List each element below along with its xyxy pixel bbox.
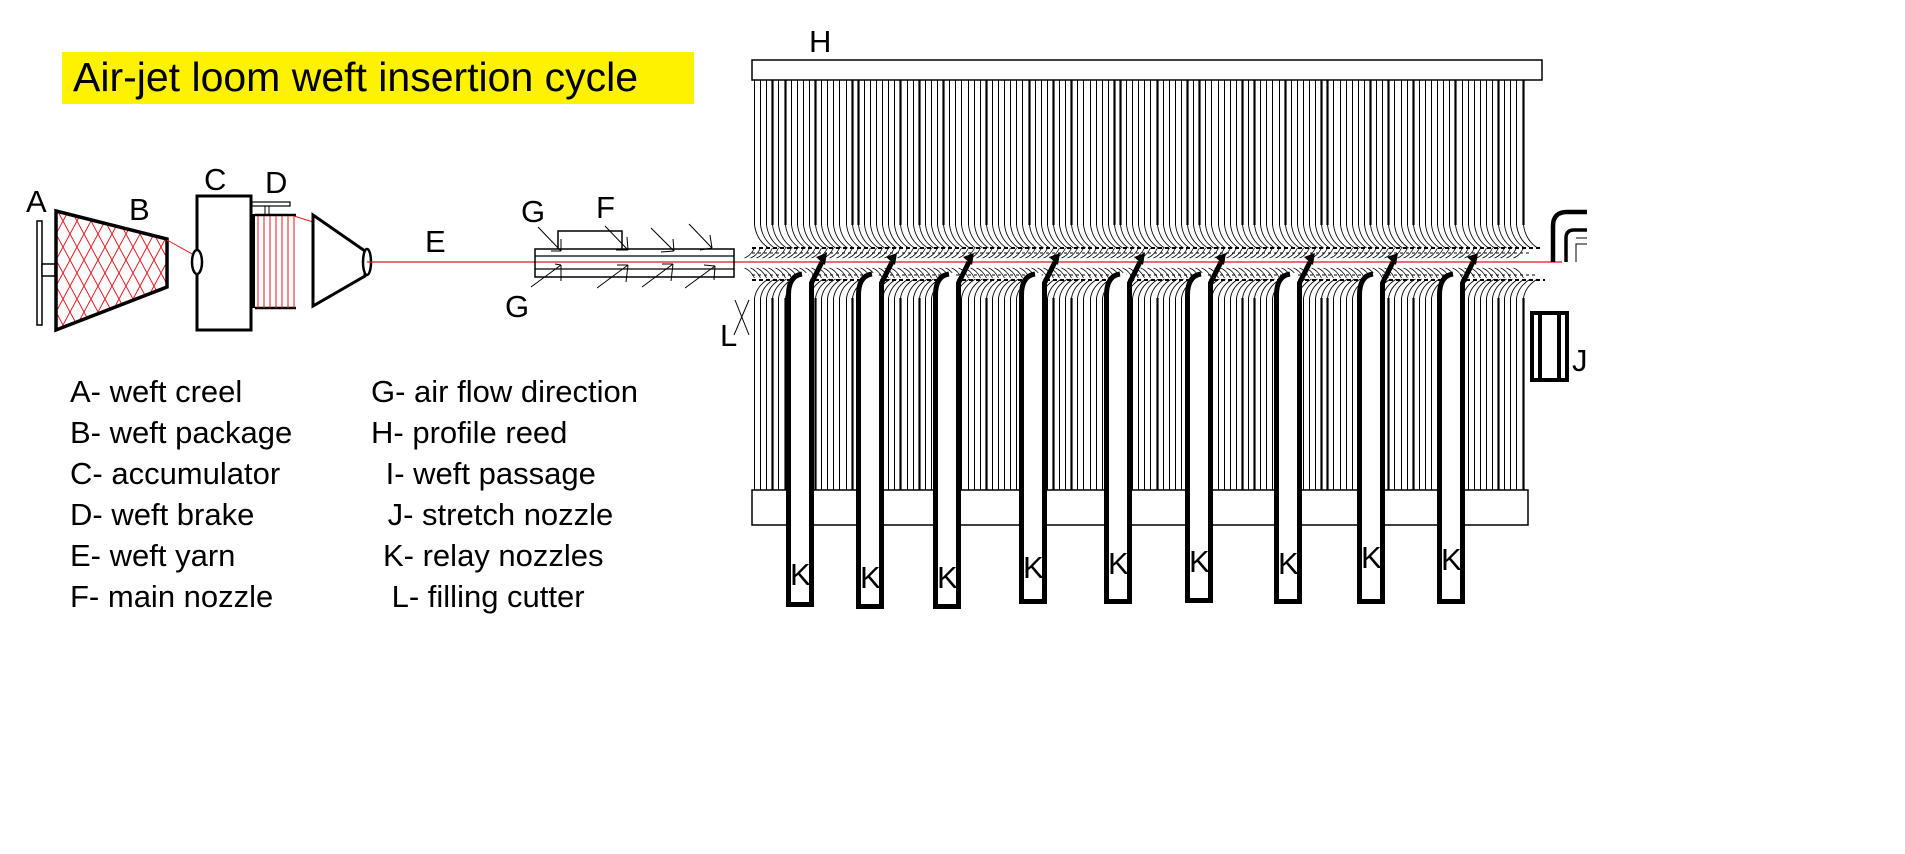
legend-item: J- stretch nozzle bbox=[379, 497, 613, 532]
accumulator-eyelet bbox=[190, 248, 204, 276]
arrow-icon bbox=[537, 226, 562, 252]
label-b: B bbox=[129, 192, 150, 227]
label-l: L bbox=[720, 318, 737, 353]
label-h: H bbox=[809, 24, 831, 59]
legend-item: D- weft brake bbox=[70, 497, 254, 532]
label-k: K bbox=[860, 560, 881, 595]
relay-nozzle: K bbox=[1019, 253, 1060, 604]
jet-arrow-icon bbox=[886, 253, 897, 265]
stretch-nozzle: J bbox=[1530, 209, 1588, 382]
arrow-icon bbox=[530, 263, 562, 288]
label-f: F bbox=[596, 190, 615, 225]
arrow-icon bbox=[650, 227, 675, 253]
relay-nozzle: K bbox=[786, 253, 827, 607]
legend: A- weft creel B- weft package C- accumul… bbox=[70, 374, 638, 614]
jet-arrow-icon bbox=[963, 253, 974, 265]
jet-arrow-icon bbox=[1215, 253, 1226, 265]
arrow-icon bbox=[684, 264, 716, 289]
jet-arrow-icon bbox=[1049, 253, 1060, 265]
main-nozzle-inlet bbox=[557, 230, 623, 249]
label-d: D bbox=[265, 165, 287, 200]
legend-item: L- filling cutter bbox=[383, 579, 585, 614]
weft-creel: A bbox=[26, 184, 56, 326]
label-k: K bbox=[1441, 542, 1462, 577]
label-e: E bbox=[425, 224, 446, 259]
stretch-nozzle-outer-tube bbox=[1550, 209, 1587, 262]
yarn-guide-cone bbox=[311, 212, 373, 309]
jet-arrow-icon bbox=[1134, 253, 1145, 265]
label-j: J bbox=[1572, 343, 1588, 378]
legend-item: F- main nozzle bbox=[70, 579, 273, 614]
weft-yarn-segment bbox=[293, 215, 314, 223]
relay-nozzle: K bbox=[1185, 253, 1226, 603]
air-flow-arrows: G G bbox=[505, 194, 716, 324]
legend-right-column: G- air flow direction H- profile reed I-… bbox=[371, 374, 638, 614]
creel-spindle bbox=[41, 263, 56, 277]
label-k: K bbox=[1278, 546, 1299, 581]
main-nozzle: F bbox=[534, 190, 735, 278]
legend-left-column: A- weft creel B- weft package C- accumul… bbox=[70, 374, 292, 614]
jet-arrow-icon bbox=[1467, 253, 1478, 265]
jet-arrow-icon bbox=[1387, 253, 1398, 265]
arrow-icon bbox=[688, 223, 713, 251]
accumulator-body bbox=[195, 194, 253, 332]
label-k: K bbox=[1361, 540, 1382, 575]
scissors-icon bbox=[733, 299, 750, 336]
main-nozzle-body bbox=[534, 248, 735, 278]
accumulator: C bbox=[190, 162, 253, 332]
filling-cutter: L bbox=[720, 299, 750, 353]
relay-nozzle: K bbox=[1274, 253, 1315, 604]
title-background bbox=[62, 52, 694, 104]
package-outline bbox=[54, 208, 169, 333]
arrow-icon bbox=[641, 263, 674, 288]
title-banner: Air-jet loom weft insertion cycle bbox=[62, 52, 694, 104]
label-g-bottom: G bbox=[505, 289, 529, 324]
diagram-title: Air-jet loom weft insertion cycle bbox=[73, 54, 638, 100]
weft-package: B bbox=[54, 192, 169, 333]
relay-nozzle: K bbox=[933, 253, 974, 609]
label-k: K bbox=[1108, 546, 1129, 581]
label-k: K bbox=[790, 557, 811, 592]
legend-item: G- air flow direction bbox=[371, 374, 638, 409]
label-c: C bbox=[204, 162, 226, 197]
legend-item: H- profile reed bbox=[371, 415, 567, 450]
label-k: K bbox=[1189, 544, 1210, 579]
weft-brake: D bbox=[251, 165, 291, 214]
weft-passage bbox=[744, 224, 1545, 299]
legend-item: K- relay nozzles bbox=[383, 538, 604, 573]
legend-item: I- weft passage bbox=[377, 456, 596, 491]
legend-item: B- weft package bbox=[70, 415, 292, 450]
jet-arrow-icon bbox=[1304, 253, 1315, 265]
brake-bar bbox=[251, 201, 291, 207]
arrow-icon bbox=[604, 225, 629, 251]
relay-nozzle: K bbox=[856, 253, 897, 609]
reed-top-bar bbox=[751, 59, 1543, 81]
jet-arrow-icon bbox=[816, 253, 827, 265]
label-k: K bbox=[937, 560, 958, 595]
arrow-icon bbox=[596, 264, 629, 289]
label-a: A bbox=[26, 184, 47, 219]
accumulator-drum bbox=[251, 213, 296, 310]
label-k: K bbox=[1023, 550, 1044, 585]
legend-item: A- weft creel bbox=[70, 374, 242, 409]
legend-item: E- weft yarn bbox=[70, 538, 235, 573]
label-g-top: G bbox=[521, 194, 545, 229]
relay-nozzle: K bbox=[1437, 253, 1478, 604]
relay-nozzle: K bbox=[1104, 253, 1145, 604]
stretch-nozzle-inner-tube bbox=[1564, 228, 1587, 262]
legend-item: C- accumulator bbox=[70, 456, 280, 491]
relay-nozzle: K bbox=[1357, 253, 1398, 604]
stretch-nozzle-body bbox=[1530, 311, 1569, 382]
